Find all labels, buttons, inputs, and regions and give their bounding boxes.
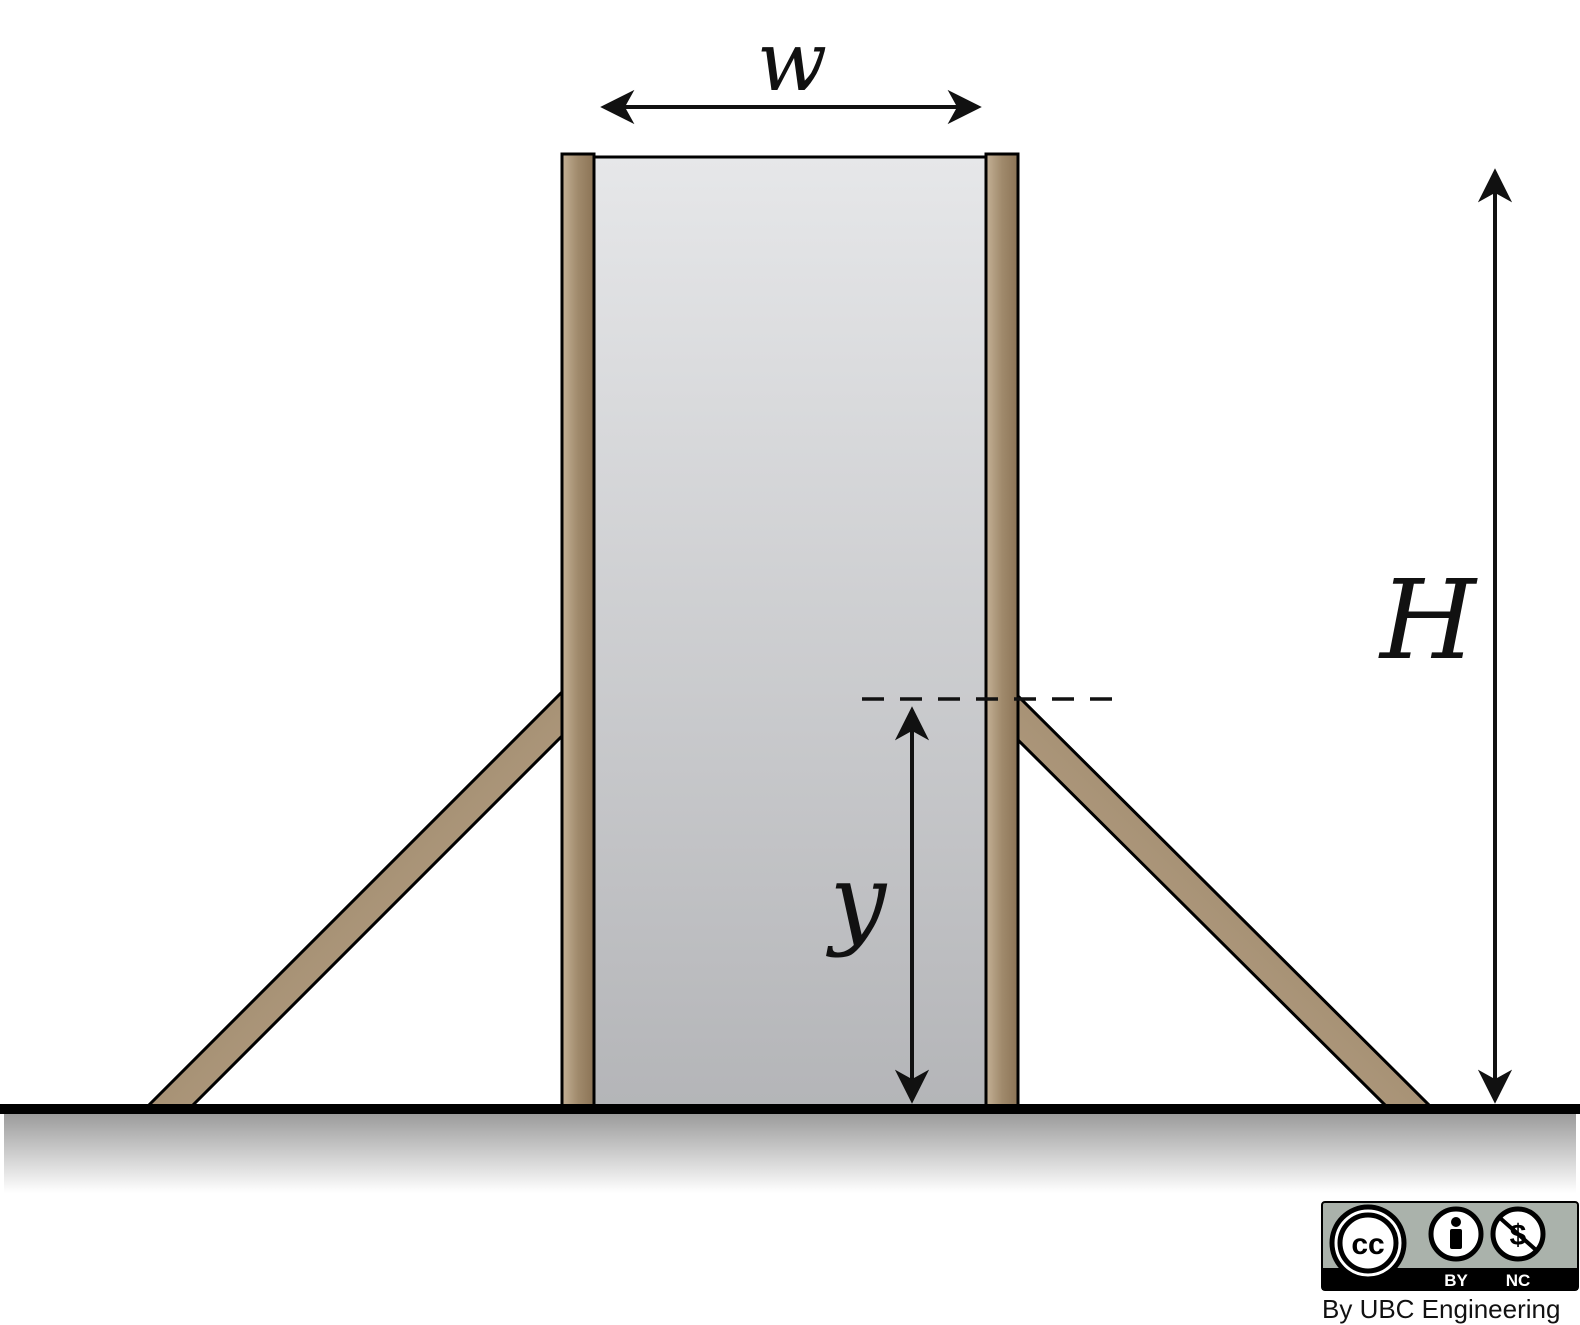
- ground-shadow: [4, 1113, 1576, 1193]
- ground-line: [0, 1104, 1580, 1114]
- license-badge: cc $ BY NC: [1321, 1201, 1579, 1291]
- cc-icon: [1329, 1204, 1407, 1282]
- right-wall: [984, 152, 1020, 1110]
- cc-text: cc: [1351, 1228, 1384, 1261]
- nc-text: NC: [1506, 1271, 1531, 1290]
- water-column: [592, 155, 988, 1110]
- width-label: w: [757, 15, 827, 110]
- right-brace: [1012, 688, 1436, 1110]
- y-label: y: [826, 842, 888, 959]
- by-text: BY: [1444, 1271, 1468, 1290]
- left-brace: [142, 688, 564, 1110]
- left-wall: [560, 152, 596, 1110]
- credit-text: By UBC Engineering: [1322, 1294, 1560, 1324]
- height-label: H: [1378, 556, 1478, 684]
